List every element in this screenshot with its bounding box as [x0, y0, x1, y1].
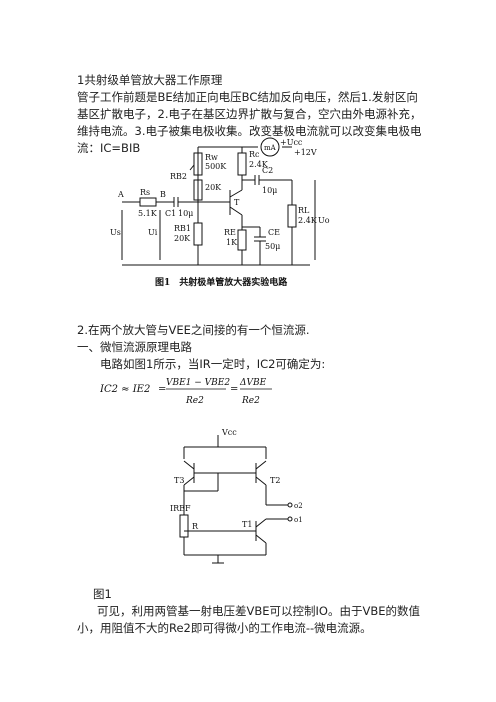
rl-label: RL [298, 206, 310, 215]
formula-lhs: IC2 ≈ IE2 [100, 384, 150, 395]
section2-subheading: 一、微恒流源原理电路 [77, 340, 192, 354]
fig2-iref-label: IREF [170, 504, 191, 513]
fig2-r-label: R [192, 522, 199, 531]
rc-value: 2.4K [249, 160, 269, 169]
milliammeter-icon [260, 137, 280, 157]
fig2-t1-label: T1 [242, 520, 252, 529]
ma-label: mA [264, 144, 277, 152]
rs-label: Rs [140, 188, 150, 197]
c1-label: C1 [165, 209, 176, 218]
vcc-label: +Ucc [280, 138, 303, 147]
rl-value: 2.4K [298, 216, 318, 225]
c2-label: C2 [262, 166, 273, 175]
figure1-caption: 图1 共射极单管放大器实验电路 [155, 276, 288, 288]
formula-denominator-2: Re2 [241, 396, 260, 406]
section2-heading: 2.在两个放大管与VEE之间接的有一个恒流源. [77, 323, 310, 337]
rw-label: Rw [205, 153, 218, 162]
v12-label: +12V [294, 148, 317, 157]
fig2-output-bottom: o1 [294, 516, 303, 524]
fig2-output-top: o2 [294, 502, 303, 510]
r20k-label: 20K [205, 183, 222, 192]
rb2-label: RB2 [170, 172, 187, 181]
fig2-vcc-label: Vcc [221, 428, 237, 437]
section1-title: 1共射级单管放大器工作原理 [77, 73, 223, 87]
c2-value: 10μ [262, 186, 277, 195]
formula-denominator-1: Re2 [185, 396, 204, 406]
formula-numerator-2: ΔVBE [239, 378, 267, 388]
formula-numerator-1: VBE1 − VBE2 [166, 378, 230, 388]
c1-value: 10μ [178, 209, 193, 218]
transistor-label: T [234, 198, 240, 207]
node-a-label: A [117, 190, 124, 199]
rs-value: 5.1K [138, 209, 158, 218]
svg-text:=: = [230, 384, 238, 395]
ui-label: Ui [148, 228, 158, 237]
section1-body: 管子工作前题是BE结加正向电压BC结加反向电压，然后1.发射区向基区扩散电子，2… [77, 90, 422, 155]
re-value: 1K [226, 238, 238, 247]
rc-label: Rc [249, 150, 260, 159]
rb1-label: RB1 [174, 224, 191, 233]
node-b-label: B [160, 190, 166, 199]
microcurrent-formula: IC2 ≈ IE2 = VBE1 − VBE2 Re2 = ΔVBE Re2 [100, 378, 272, 406]
microcurrent-source-circuit-diagram: Vcc T3 T2 IREF R T1 o2 o1 [170, 428, 303, 564]
ce-amplifier-circuit-diagram: +Ucc +12V mA Rw 500K RB2 20K Rc 2.4K C2 … [110, 137, 330, 288]
figure2-body: 可见，利用两管基一射电压差VBE可以控制IO。由于VBE的数值小，用阻值不大的R… [77, 604, 420, 635]
ce-value: 50μ [265, 242, 280, 251]
us-label: Us [110, 228, 121, 237]
ce-label: CE [268, 228, 280, 237]
section2-body: 电路如图1所示，当IR一定时，IC2可确定为: [100, 357, 326, 371]
fig2-t3-label: T3 [174, 476, 184, 485]
figure2-caption: 图1 [93, 587, 112, 601]
rw-value: 500K [205, 162, 227, 171]
fig2-t2-label: T2 [270, 476, 280, 485]
svg-text:=: = [158, 384, 166, 395]
uo-label: Uo [318, 216, 330, 225]
re-label: RE [224, 228, 236, 237]
rb1-value: 20K [174, 234, 191, 243]
